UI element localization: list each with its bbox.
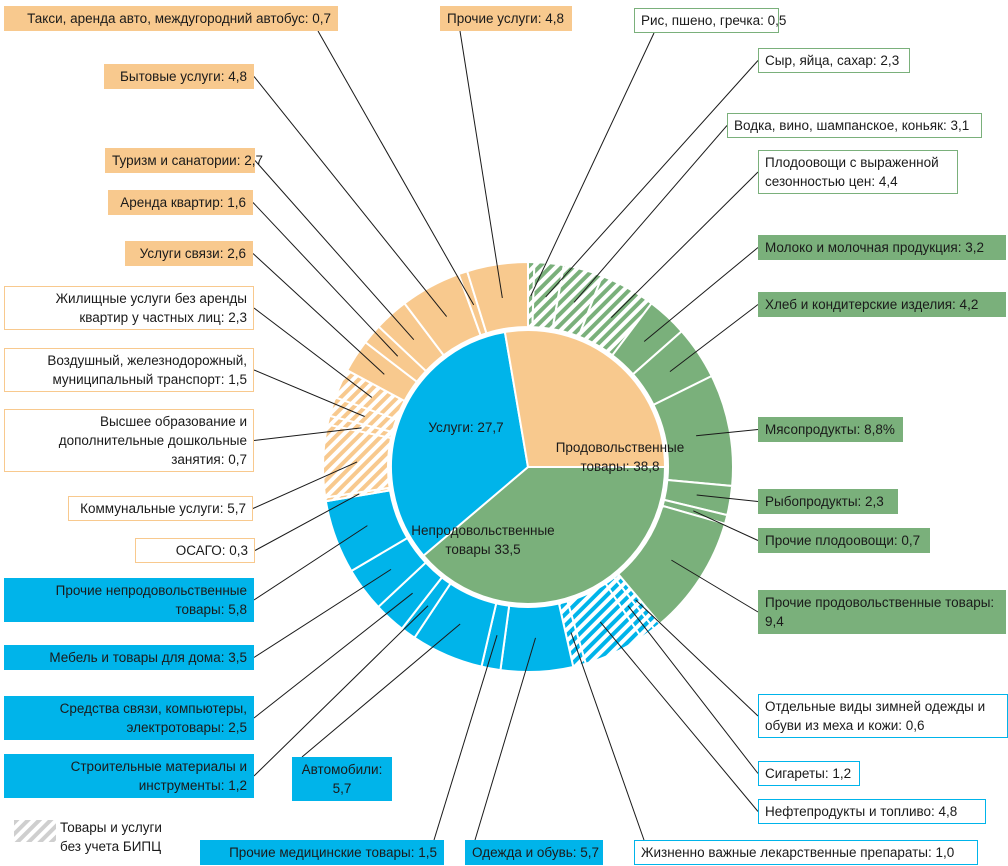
inner-label-nonfood: Непродовольственные товары 33,5 <box>411 523 555 557</box>
leader-line-нефтепродукты-и-топливо-4-8 <box>599 621 759 812</box>
slice-label-бытовые-услуги-4-8: Бытовые услуги: 4,8 <box>104 64 254 89</box>
slice-label-прочие-продовольственные-товары-9-4: Прочие продовольственные товары: 9,4 <box>758 590 1006 634</box>
legend: Товары и услуги без учета БИПЦ <box>14 818 214 858</box>
slice-label-такси-аренда-авто-междугородний-автобус-: Такси, аренда авто, междугородний автобу… <box>4 6 338 31</box>
leader-line-строительные-материалы-и-инструменты-1-2 <box>253 605 429 777</box>
slice-label-услуги-связи-2-6: Услуги связи: 2,6 <box>125 241 253 266</box>
leader-line-такси-аренда-авто-междугородний-автобус- <box>317 30 475 306</box>
slice-label-автомобили-5-7: Автомобили: 5,7 <box>292 757 392 801</box>
leader-line-сигареты-1-2 <box>627 605 759 774</box>
leader-line-жизненно-важные-лекарственные-препараты- <box>570 632 645 841</box>
slice-label-осаго-0-3: ОСАГО: 0,3 <box>135 538 255 563</box>
slice-label-рыбопродукты-2-3: Рыбопродукты: 2,3 <box>758 489 898 514</box>
slice-label-прочие-непродовольственные-товары-5-8: Прочие непродовольственные товары: 5,8 <box>4 578 254 622</box>
leader-line-жилищные-услуги-без-аренды-квартир-у-час <box>253 307 373 398</box>
leader-line-рыбопродукты-2-3 <box>696 494 759 502</box>
leader-line-автомобили-5-7 <box>301 623 461 758</box>
leader-line-прочие-плодоовощи-0-7 <box>693 510 759 541</box>
leader-line-одежда-и-обувь-5-7 <box>474 637 536 841</box>
slice-label-сыр-яйца-сахар-2-3: Сыр, яйца, сахар: 2,3 <box>758 48 910 73</box>
slice-label-плодоовощи-с-выраженной-сезонностью-цен-: Плодоовощи с выраженной сезонностью цен:… <box>758 150 958 194</box>
leader-line-мясопродукты-8-8 <box>696 429 759 437</box>
slice-label-туризм-и-санатории-2-7: Туризм и санатории: 2,7 <box>105 148 263 173</box>
inner-slice-food <box>422 466 667 605</box>
leader-line-плодоовощи-с-выраженной-сезонностью-цен- <box>610 171 759 318</box>
leader-line-бытовые-услуги-4-8 <box>253 76 448 317</box>
slice-label-нефтепродукты-и-топливо-4-8: Нефтепродукты и топливо: 4,8 <box>758 799 986 824</box>
slice-label-хлеб-и-кондитерские-изделия-4-2: Хлеб и кондитерские изделия: 4,2 <box>758 292 1006 317</box>
leader-line-прочие-непродовольственные-товары-5-8 <box>253 525 368 601</box>
slice-label-прочие-плодоовощи-0-7: Прочие плодоовощи: 0,7 <box>758 528 930 553</box>
leader-line-высшее-образование-и-дополнительные-дошк <box>253 427 362 441</box>
inner-slice-nonfood <box>390 330 530 558</box>
leader-line-хлеб-и-кондитерские-изделия-4-2 <box>669 304 759 373</box>
leader-line-коммунальные-услуги-5-7 <box>252 461 358 509</box>
slice-label-высшее-образование-и-дополнительные-дошк: Высшее образование и дополнительные дошк… <box>4 409 254 472</box>
inner-slice-services <box>503 329 667 468</box>
legend-text: Товары и услуги без учета БИПЦ <box>60 820 162 854</box>
slice-label-мясопродукты-8-8: Мясопродукты: 8,8% <box>758 417 903 442</box>
chart-segments <box>322 260 734 673</box>
slice-label-мебель-и-товары-для-дома-3-5: Мебель и товары для дома: 3,5 <box>4 645 254 670</box>
leader-line-прочие-услуги-4-8 <box>459 30 503 299</box>
leader-line-воздушный-железнодорожный-муниципальный- <box>253 369 365 417</box>
slice-label-молоко-и-молочная-продукция-3-2: Молоко и молочная продукция: 3,2 <box>758 235 1006 260</box>
leader-line-рис-пшено-гречка-0-5 <box>530 32 655 297</box>
leader-line-отдельные-виды-зимней-одежды-и-обуви-из- <box>635 599 759 717</box>
inner-label-food: Продовольственные товары: 38,8 <box>555 440 685 474</box>
slice-label-аренда-квартир-1-6: Аренда квартир: 1,6 <box>108 190 253 215</box>
leader-line-средства-связи-компьютеры-электротовары- <box>253 592 413 719</box>
slice-label-рис-пшено-гречка-0-5: Рис, пшено, гречка: 0,5 <box>634 8 786 33</box>
leader-line-туризм-и-санатории-2-7 <box>254 160 415 341</box>
slice-label-жизненно-важные-лекарственные-препараты-: Жизненно важные лекарственные препараты:… <box>634 840 978 865</box>
leader-line-мебель-и-товары-для-дома-3-5 <box>253 568 392 658</box>
slice-label-отдельные-виды-зимней-одежды-и-обуви-из-: Отдельные виды зимней одежды и обуви из … <box>758 694 1008 738</box>
legend-hatch-swatch <box>14 820 56 842</box>
slice-label-коммунальные-услуги-5-7: Коммунальные услуги: 5,7 <box>68 496 253 521</box>
leader-lines <box>252 30 759 841</box>
slice-label-одежда-и-обувь-5-7: Одежда и обувь: 5,7 <box>465 840 603 865</box>
slice-label-жилищные-услуги-без-аренды-квартир-у-час: Жилищные услуги без аренды квартир у час… <box>4 286 254 330</box>
leader-line-сыр-яйца-сахар-2-3 <box>545 60 759 298</box>
leader-line-услуги-связи-2-6 <box>252 253 385 375</box>
leader-line-осаго-0-3 <box>254 493 360 551</box>
leader-line-молоко-и-молочная-продукция-3-2 <box>643 247 759 342</box>
leader-line-водка-вино-шампанское-коньяк-3-1 <box>573 125 728 303</box>
slice-label-прочие-услуги-4-8: Прочие услуги: 4,8 <box>440 6 572 31</box>
outer-segment-прочие-услуги-4-8 <box>465 260 529 335</box>
slice-label-водка-вино-шампанское-коньяк-3-1: Водка, вино, шампанское, коньяк: 3,1 <box>727 113 982 138</box>
slice-label-строительные-материалы-и-инструменты-1-2: Строительные материалы и инструменты: 1,… <box>4 754 254 798</box>
leader-line-прочие-продовольственные-товары-9-4 <box>671 559 759 613</box>
slice-label-средства-связи-компьютеры-электротовары-: Средства связи, компьютеры, электротовар… <box>4 696 254 740</box>
inner-label-services: Услуги: 27,7 <box>428 419 504 435</box>
slice-label-сигареты-1-2: Сигареты: 1,2 <box>758 761 860 786</box>
slice-label-воздушный-железнодорожный-муниципальный-: Воздушный, железнодорожный, муниципальны… <box>4 348 254 392</box>
leader-line-аренда-квартир-1-6 <box>252 202 399 357</box>
slice-label-прочие-медицинские-товары-1-5: Прочие медицинские товары: 1,5 <box>200 840 444 865</box>
leader-line-прочие-медицинские-товары-1-5 <box>433 635 498 841</box>
